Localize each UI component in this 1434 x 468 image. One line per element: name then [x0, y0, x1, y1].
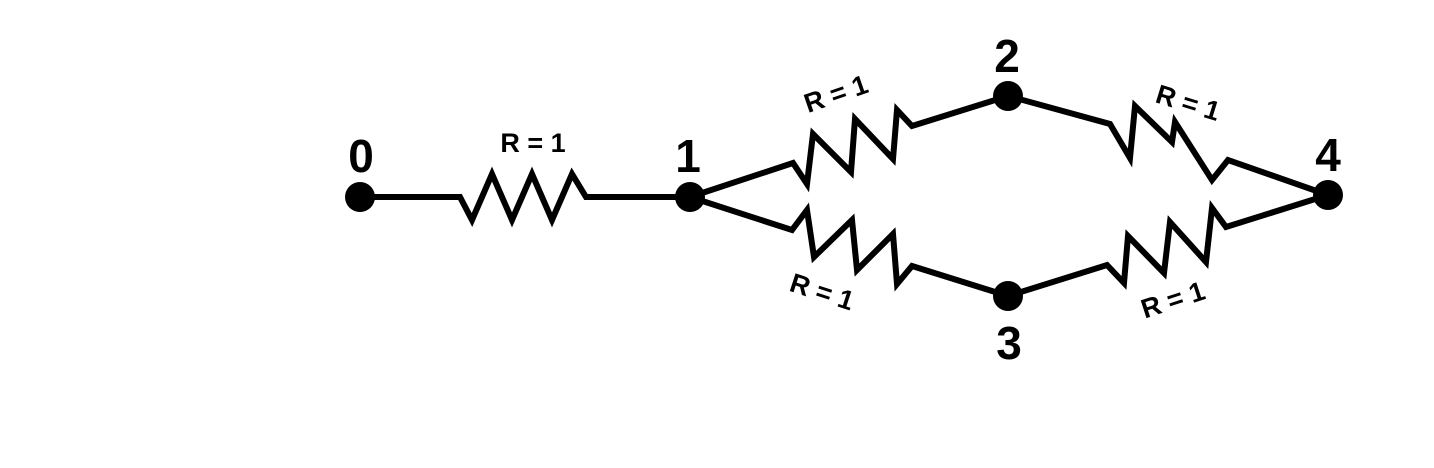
- resistor-3-4-label: R = 1: [1137, 276, 1208, 325]
- wire-2-4: [1007, 93, 1329, 198]
- node-1-dot: [675, 182, 705, 212]
- wire-1-2: [689, 93, 1009, 200]
- node-2-label: 2: [994, 30, 1020, 82]
- branch-0-1: [360, 166, 690, 228]
- node-2-dot: [993, 81, 1023, 111]
- branch-3-4: [1007, 192, 1329, 299]
- node-4-label: 4: [1315, 129, 1341, 181]
- resistor-2-4-label: R = 1: [1152, 79, 1223, 127]
- resistor-1-3-label: R = 1: [786, 268, 857, 317]
- node-0-dot: [345, 182, 375, 212]
- branch-1-2: [689, 93, 1009, 200]
- wire-1-3: [689, 194, 1009, 299]
- node-4-dot: [1313, 180, 1343, 210]
- resistor-0-1-label: R = 1: [500, 128, 565, 158]
- node-1-label: 1: [675, 130, 701, 182]
- branch-1-3: [689, 194, 1009, 299]
- wire-0-1: [360, 166, 690, 228]
- node-3-label: 3: [996, 317, 1022, 369]
- resistor-1-2-label: R = 1: [800, 69, 872, 119]
- node-0-label: 0: [348, 130, 374, 182]
- branch-2-4: [1007, 93, 1329, 198]
- wire-3-4: [1007, 192, 1329, 299]
- node-3-dot: [993, 281, 1023, 311]
